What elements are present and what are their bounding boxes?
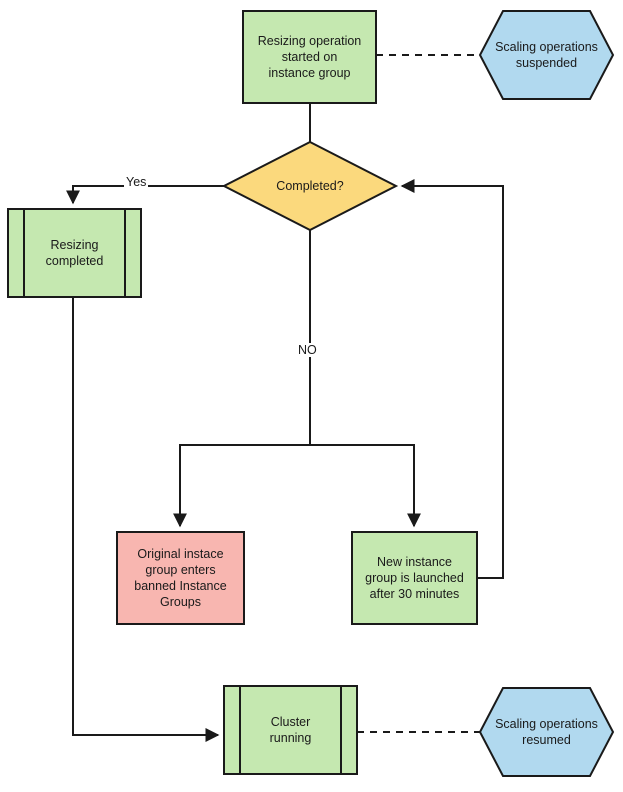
edge-no-to-new-group [310,444,421,528]
edge-decision-yes-to-resizing-completed [66,185,224,205]
node-resizing-completed [7,208,142,298]
node-original-group-banned [116,531,245,625]
edge-label-no: NO [296,343,319,357]
node-scaling-resumed [478,687,615,777]
edge-new-group-back-to-decision [400,179,504,579]
node-scaling-suspended [478,10,615,100]
node-completed-decision [221,140,399,232]
node-cluster-running [223,685,358,775]
edge-decision-no-split [173,230,311,528]
node-resizing-started [242,10,377,104]
edge-resizing-completed-to-cluster-running [72,297,220,742]
node-new-group-launched [351,531,478,625]
edge-label-yes: Yes [124,175,149,189]
